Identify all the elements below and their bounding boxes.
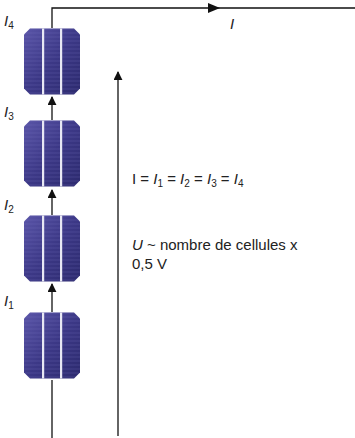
solar-cell: [24, 313, 80, 379]
current-label: I4: [4, 12, 14, 31]
current-arrow: [51, 284, 52, 312]
current-arrow: [51, 97, 52, 120]
voltage-note: U ~ nombre de cellules x 0,5 V: [132, 236, 302, 274]
current-arrow: [51, 190, 52, 215]
current-label: I1: [4, 292, 14, 311]
current-label: I2: [4, 196, 14, 215]
current-arrow: [208, 3, 220, 13]
current-label: I3: [4, 103, 14, 122]
solar-cell: [24, 29, 80, 95]
current-label: I: [230, 15, 234, 34]
solar-cell: [24, 121, 80, 187]
equation: I = I1 = I2 = I3 = I4: [132, 170, 244, 189]
solar-cell: [24, 216, 80, 282]
wire: [51, 380, 52, 438]
wire: [52, 8, 355, 28]
voltage-arrow: [117, 72, 118, 436]
